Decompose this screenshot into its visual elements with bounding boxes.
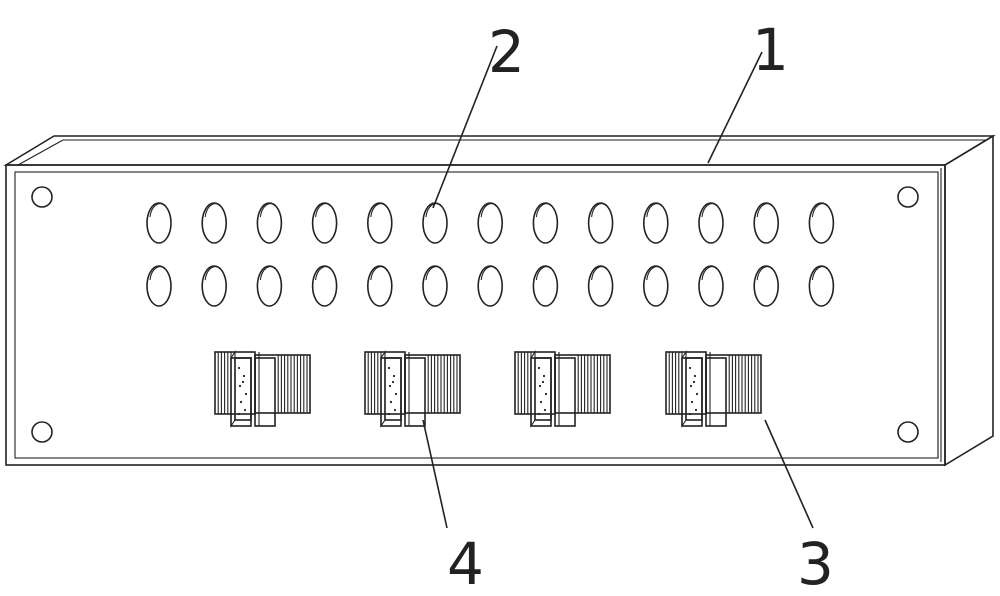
callout-label-1: 1: [752, 16, 789, 84]
hole: [532, 202, 559, 244]
hole: [532, 265, 559, 307]
leader-line-1: [707, 51, 763, 164]
hole: [201, 202, 227, 244]
hole: [808, 202, 835, 244]
callout-label-2: 2: [488, 18, 525, 86]
hole: [753, 265, 780, 307]
callout-label-4: 4: [447, 530, 484, 596]
panel-side-face: [944, 134, 994, 467]
hole: [587, 265, 614, 307]
clamp: [514, 350, 611, 428]
hole: [422, 202, 448, 244]
hole: [366, 202, 393, 244]
hole: [146, 202, 172, 244]
hole: [642, 202, 669, 244]
clamp: [665, 350, 762, 428]
hole: [698, 265, 724, 307]
leader-line-3: [764, 419, 814, 529]
hole: [256, 202, 283, 244]
hole: [311, 265, 338, 307]
hole: [808, 265, 835, 307]
panel-front-border: [14, 171, 939, 459]
hole: [201, 265, 227, 307]
corner-bolt: [31, 421, 53, 443]
clamp: [364, 350, 461, 428]
callout-label-3: 3: [797, 530, 834, 596]
leader-line-2: [432, 45, 498, 209]
hole: [422, 265, 448, 307]
hole: [311, 202, 338, 244]
hole: [753, 202, 780, 244]
leader-lines: [422, 45, 814, 529]
corner-bolt: [31, 186, 53, 208]
hole: [366, 265, 393, 307]
hole-grid: [146, 202, 835, 307]
hole: [477, 202, 504, 244]
clamp: [214, 350, 311, 428]
hole: [698, 202, 724, 244]
hole: [146, 265, 172, 307]
corner-bolt: [897, 421, 919, 443]
hole: [477, 265, 504, 307]
corner-bolt: [897, 186, 919, 208]
hole: [256, 265, 283, 307]
corner-bolts: [31, 186, 919, 443]
hole: [587, 202, 614, 244]
panel-body: [3, 134, 996, 467]
hole: [642, 265, 669, 307]
panel-front-face: [5, 164, 946, 466]
leader-line-4: [422, 419, 448, 529]
clamp-group: [214, 350, 762, 428]
